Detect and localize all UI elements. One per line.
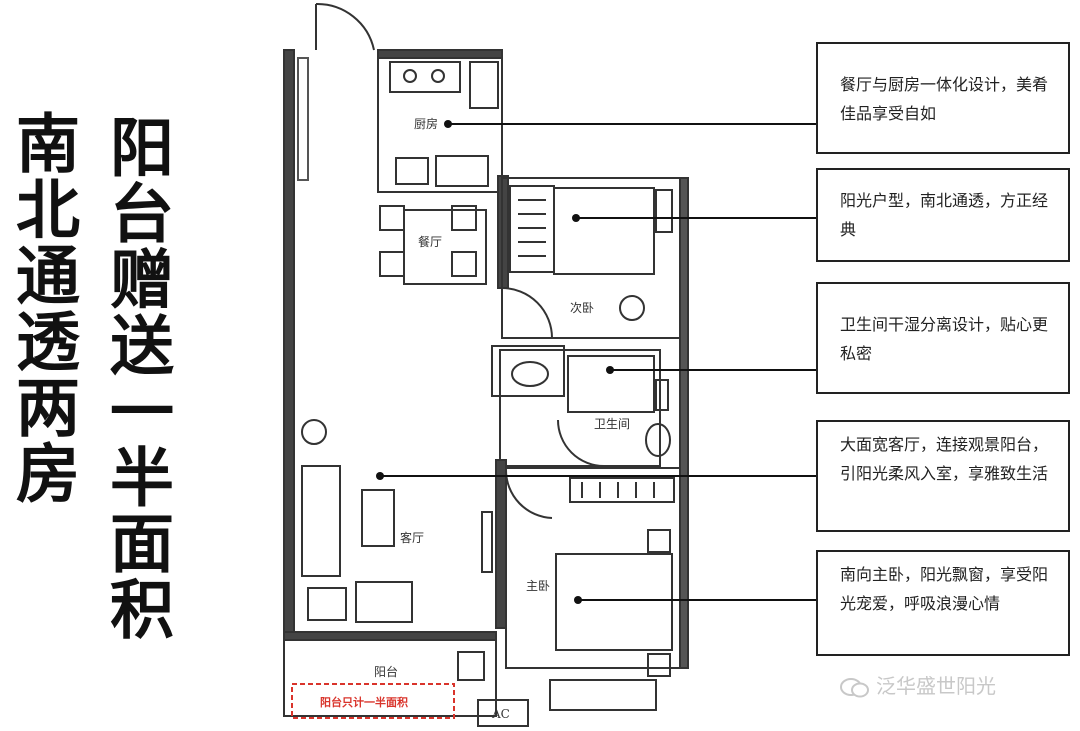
window-north xyxy=(297,57,309,181)
bathroom-walls xyxy=(499,349,661,467)
label-living-room: 客厅 xyxy=(400,530,424,545)
label-dining: 餐厅 xyxy=(418,234,442,249)
bed-2 xyxy=(553,187,655,275)
leader-dot-3 xyxy=(606,366,614,374)
callout-sunlight-layout: 阳光户型，南北通透，方正经典 xyxy=(816,168,1070,262)
armchair xyxy=(355,581,413,623)
leader-dot-5 xyxy=(574,596,582,604)
toilet xyxy=(645,423,671,457)
outer-wall-left xyxy=(283,49,295,641)
master-bedroom-walls xyxy=(505,467,685,669)
leader-dot-4 xyxy=(376,472,384,480)
leader-dot-1 xyxy=(444,120,452,128)
bedroom2-door-arc xyxy=(501,287,553,339)
label-second-bedroom: 次卧 xyxy=(570,301,594,315)
stove xyxy=(389,61,461,93)
balcony-half-area-note: 阳台只计一半面积 xyxy=(320,695,408,709)
wardrobe-master xyxy=(569,477,675,503)
label-bathroom: 卫生间 xyxy=(594,417,630,431)
wash-basin-area xyxy=(491,345,565,397)
callout-bathroom: 卫生间干湿分离设计，贴心更私密 xyxy=(816,282,1070,394)
callout-kitchen-dining: 餐厅与厨房一体化设计，美肴佳品享受自如 xyxy=(816,42,1070,154)
label-balcony: 阳台 xyxy=(374,664,398,679)
label-kitchen: 厨房 xyxy=(414,116,438,131)
fridge xyxy=(469,61,499,109)
sink xyxy=(435,155,489,187)
wechat-icon xyxy=(840,677,869,697)
headline-right: 阳台赠送一半面积 xyxy=(99,114,173,642)
entry-door-arc xyxy=(315,2,375,51)
floor-plan: 厨房 餐厅 次卧 卫生间 客厅 主卧 阳台 AC 阳台只计一半面积 xyxy=(283,2,816,727)
watermark-text: 泛华盛世阳光 xyxy=(876,674,996,698)
label-master-bedroom: 主卧 xyxy=(526,579,550,593)
side-table xyxy=(307,587,347,621)
callout-living-room: 大面宽客厅，连接观景阳台，引阳光柔风入室，享雅致生活 xyxy=(816,420,1070,532)
bay-window xyxy=(549,679,657,711)
plant xyxy=(301,419,327,445)
shower xyxy=(567,355,655,413)
bed-master xyxy=(555,553,673,651)
watermark: 泛华盛世阳光 xyxy=(840,670,996,699)
ac-unit-box xyxy=(477,699,529,727)
callout-master-bedroom: 南向主卧，阳光飘窗，享受阳光宠爱，呼吸浪漫心情 xyxy=(816,550,1070,656)
dining-table xyxy=(403,209,487,285)
coffee-table xyxy=(361,489,395,547)
desk-chair-2 xyxy=(619,295,645,321)
headline-left: 南北通透两房 xyxy=(5,110,79,506)
leader-dot-2 xyxy=(572,214,580,222)
oven xyxy=(395,157,429,185)
balcony-half-area-box xyxy=(291,683,455,719)
label-ac: AC xyxy=(491,707,510,721)
sofa xyxy=(301,465,341,577)
